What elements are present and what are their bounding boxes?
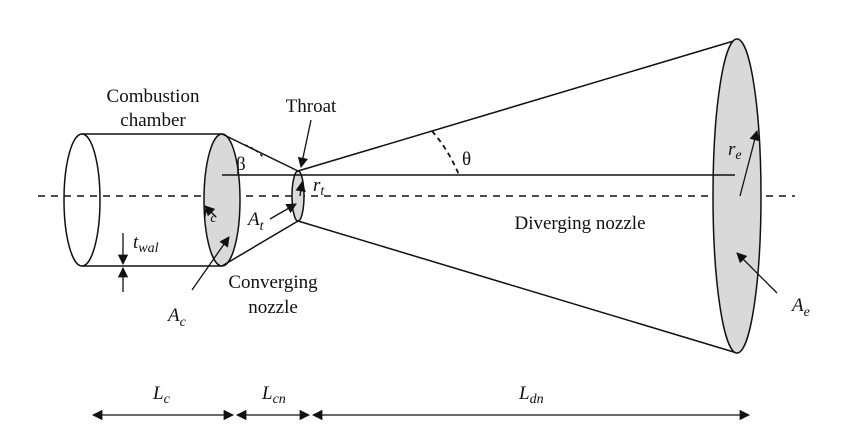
a-t-arrow [269, 203, 297, 220]
a-c-arrow [191, 236, 230, 291]
r-e-arrow [739, 129, 760, 197]
theta-angle-arc [431, 130, 460, 176]
throat-pointer-arrow [297, 119, 312, 169]
r-e-label: re [728, 139, 742, 163]
l-cn-label: Lcn [261, 383, 286, 407]
converging-label-line1: Converging [228, 272, 318, 293]
combustion-label-line1: Combustion [107, 86, 200, 107]
l-dn-label: Ldn [518, 383, 544, 407]
r-c-label: rc [203, 202, 217, 226]
a-t-label: At [246, 209, 265, 234]
converging-bottom-wall [221, 220, 299, 267]
a-e-label: Ae [790, 295, 810, 320]
r-t-arrow [295, 180, 306, 197]
l-c-label: Lc [152, 383, 171, 407]
exit-area-ellipse [712, 38, 762, 354]
chamber-left-end-arc-back [81, 133, 101, 267]
combustion-label-line2: chamber [120, 110, 186, 131]
a-c-label: Ac [166, 305, 187, 330]
diverging-top-wall [297, 39, 738, 172]
diverging-section [297, 39, 738, 354]
chamber-left-end-arc [63, 133, 83, 267]
converging-label-line2: nozzle [248, 297, 298, 318]
beta-angle-arc [244, 144, 264, 158]
r-c-arrow [204, 205, 217, 218]
diverging-label: Diverging nozzle [514, 213, 645, 234]
theta-label: θ [462, 149, 471, 170]
throat-area-ellipse [291, 170, 305, 222]
r-t-label: rt [313, 175, 325, 199]
t-wal-label: twal [133, 232, 159, 256]
a-e-arrow [736, 252, 778, 294]
beta-label: β [236, 154, 246, 175]
diverging-bottom-wall [297, 220, 738, 354]
throat-label: Throat [286, 96, 337, 117]
converging-section [221, 133, 299, 267]
combustion-chamber [63, 133, 222, 267]
converging-top-wall [221, 133, 299, 172]
